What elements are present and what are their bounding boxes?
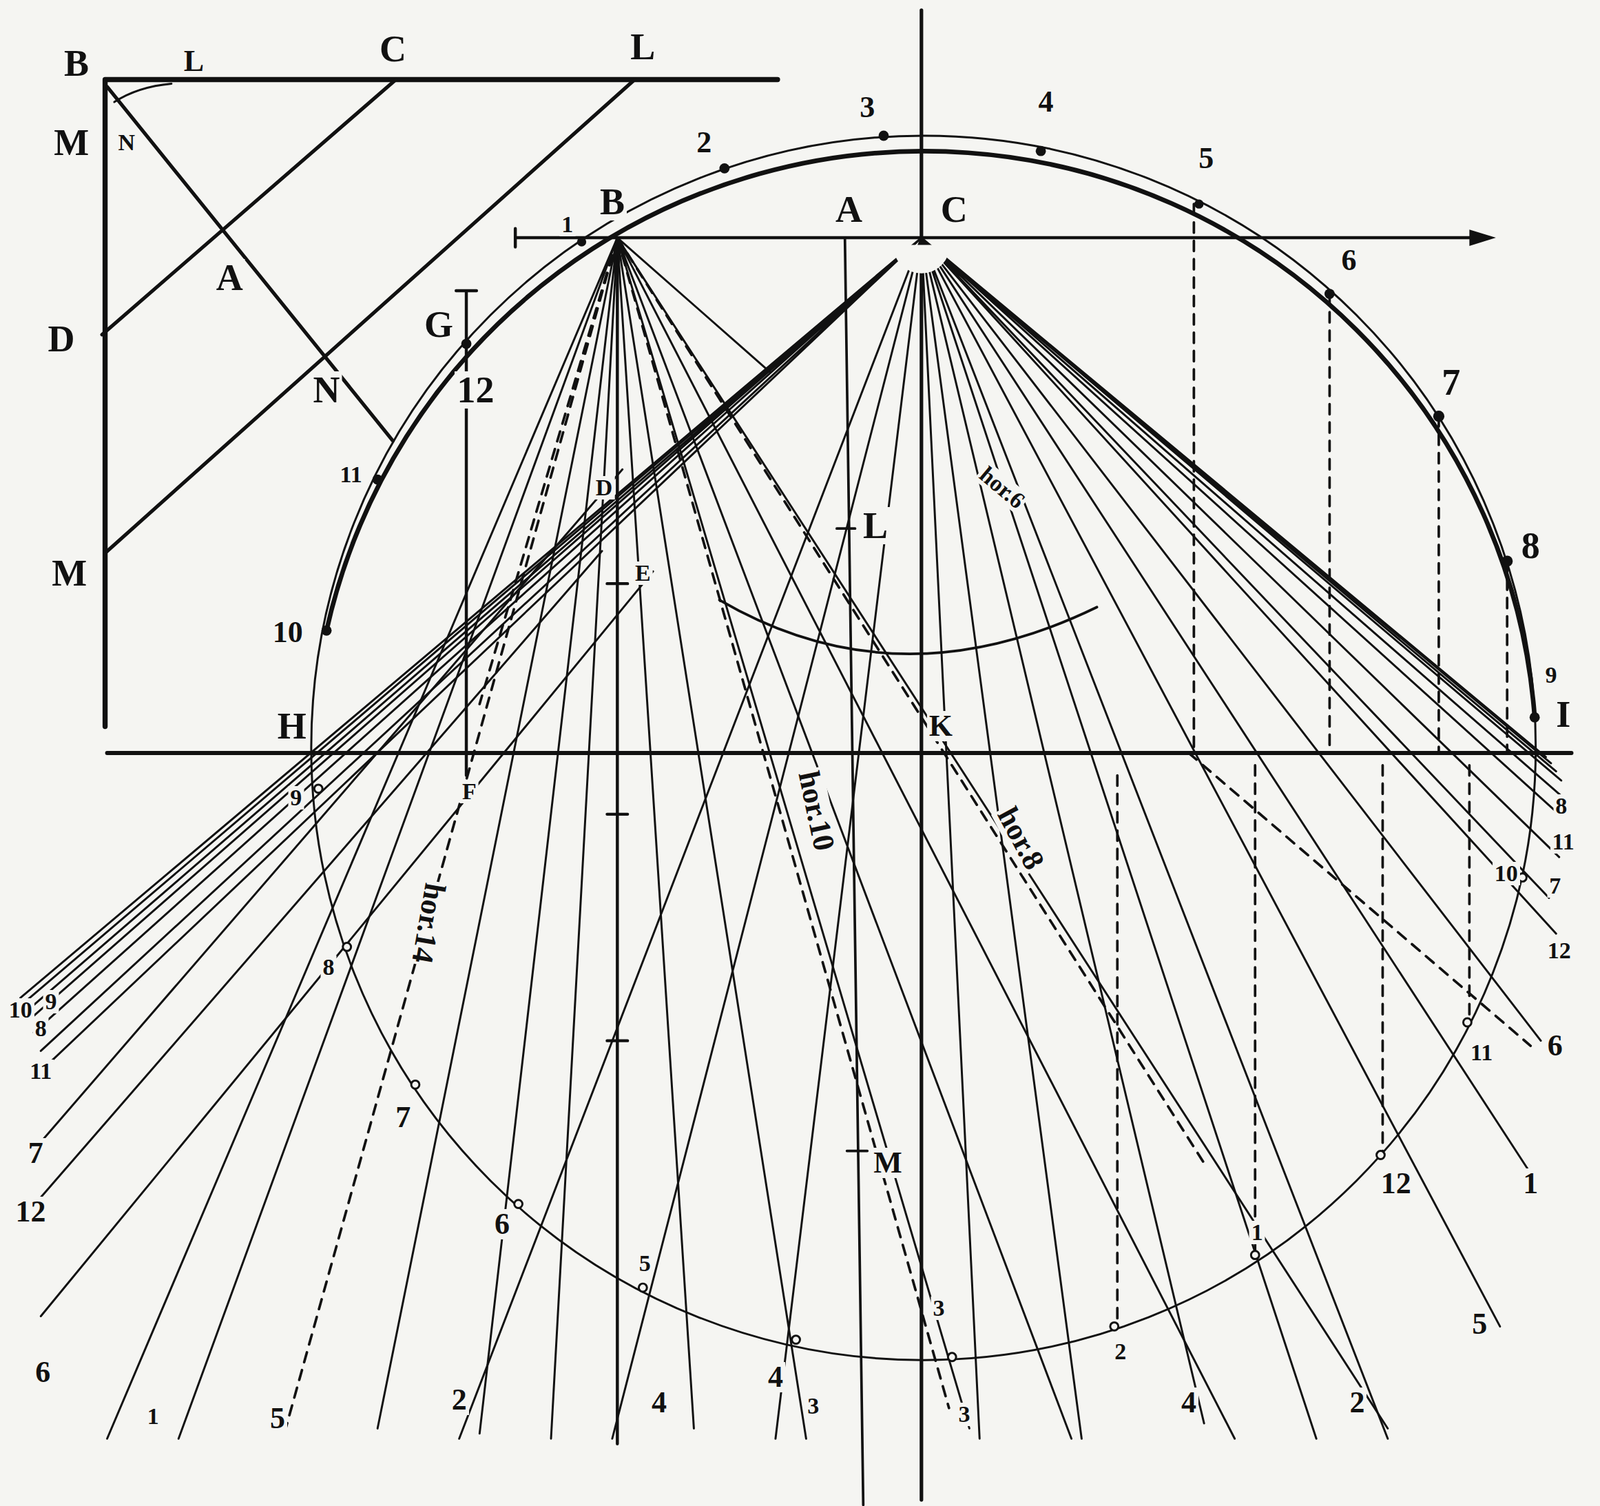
- point-label: C: [938, 190, 970, 228]
- point-label: 6: [33, 1356, 53, 1388]
- point-label: E: [632, 561, 653, 585]
- point-label: hor.8: [990, 801, 1050, 877]
- point-label: N: [311, 371, 343, 409]
- point-label: 11: [1468, 1040, 1495, 1065]
- point-label: A: [833, 190, 865, 228]
- point-label: D: [593, 475, 616, 500]
- point-label: B: [61, 44, 91, 82]
- point-label: 12: [13, 1196, 48, 1227]
- point-label: 9: [1542, 663, 1559, 687]
- point-label: 8: [1519, 526, 1543, 565]
- point-label: D: [45, 320, 77, 358]
- point-label: 10: [6, 998, 35, 1022]
- point-label: M: [871, 1147, 905, 1178]
- point-label: H: [275, 707, 309, 745]
- point-label: 2: [1347, 1387, 1367, 1418]
- point-label: 2: [1112, 1339, 1129, 1364]
- point-label: K: [927, 710, 955, 742]
- point-label: 10: [1492, 861, 1521, 886]
- point-label: 3: [956, 1402, 973, 1426]
- point-label: 4: [765, 1361, 786, 1392]
- point-label: L: [181, 46, 206, 77]
- point-label: I: [1553, 695, 1573, 733]
- point-label: 3: [805, 1394, 822, 1418]
- point-label: 10: [270, 617, 306, 648]
- point-label: 2: [449, 1384, 470, 1415]
- point-label: A: [214, 258, 246, 297]
- point-label: B: [597, 183, 627, 221]
- point-label: M: [51, 123, 91, 162]
- point-label: hor.10: [792, 766, 841, 856]
- point-label: 5: [1469, 1308, 1490, 1339]
- point-label: 9: [43, 989, 60, 1014]
- point-label: 4: [1036, 86, 1056, 118]
- point-label: M: [49, 554, 89, 592]
- point-label: 9: [287, 785, 304, 810]
- point-label: 7: [1439, 363, 1463, 401]
- point-label: 8: [320, 955, 337, 979]
- point-label: 3: [930, 1296, 947, 1320]
- point-label: G: [422, 305, 456, 344]
- point-label: 6: [492, 1208, 512, 1240]
- point-label: 5: [1196, 143, 1216, 174]
- point-label: 1: [559, 212, 576, 237]
- point-label: 3: [857, 92, 877, 123]
- point-label: 4: [1179, 1387, 1199, 1418]
- point-label: 7: [393, 1102, 413, 1133]
- point-label: hor.14: [406, 878, 452, 968]
- point-label: 12: [1545, 938, 1574, 963]
- point-label: N: [115, 130, 138, 155]
- point-label: 2: [694, 127, 714, 158]
- point-label: 1: [1249, 1220, 1266, 1244]
- point-label: 12: [454, 371, 496, 409]
- point-label: 1: [1520, 1168, 1541, 1199]
- point-label: 11: [338, 462, 365, 487]
- point-label: F: [460, 779, 479, 804]
- point-label: 8: [1553, 794, 1570, 818]
- point-label: 12: [1378, 1168, 1414, 1199]
- point-label: 5: [637, 1251, 653, 1275]
- point-label: 7: [1546, 874, 1563, 898]
- point-label: 11: [1550, 829, 1577, 854]
- point-label: 7: [26, 1137, 46, 1169]
- point-label: 1: [145, 1404, 162, 1428]
- point-label: 6: [1339, 245, 1359, 276]
- point-label: C: [377, 30, 409, 68]
- point-label: L: [628, 28, 658, 66]
- point-label: L: [860, 506, 890, 545]
- point-label: 11: [27, 1059, 54, 1083]
- point-label: 8: [33, 1016, 49, 1041]
- point-label: 4: [649, 1387, 669, 1418]
- point-label: 5: [267, 1403, 288, 1434]
- point-label: 6: [1545, 1030, 1565, 1061]
- point-label: hor.6: [973, 460, 1031, 514]
